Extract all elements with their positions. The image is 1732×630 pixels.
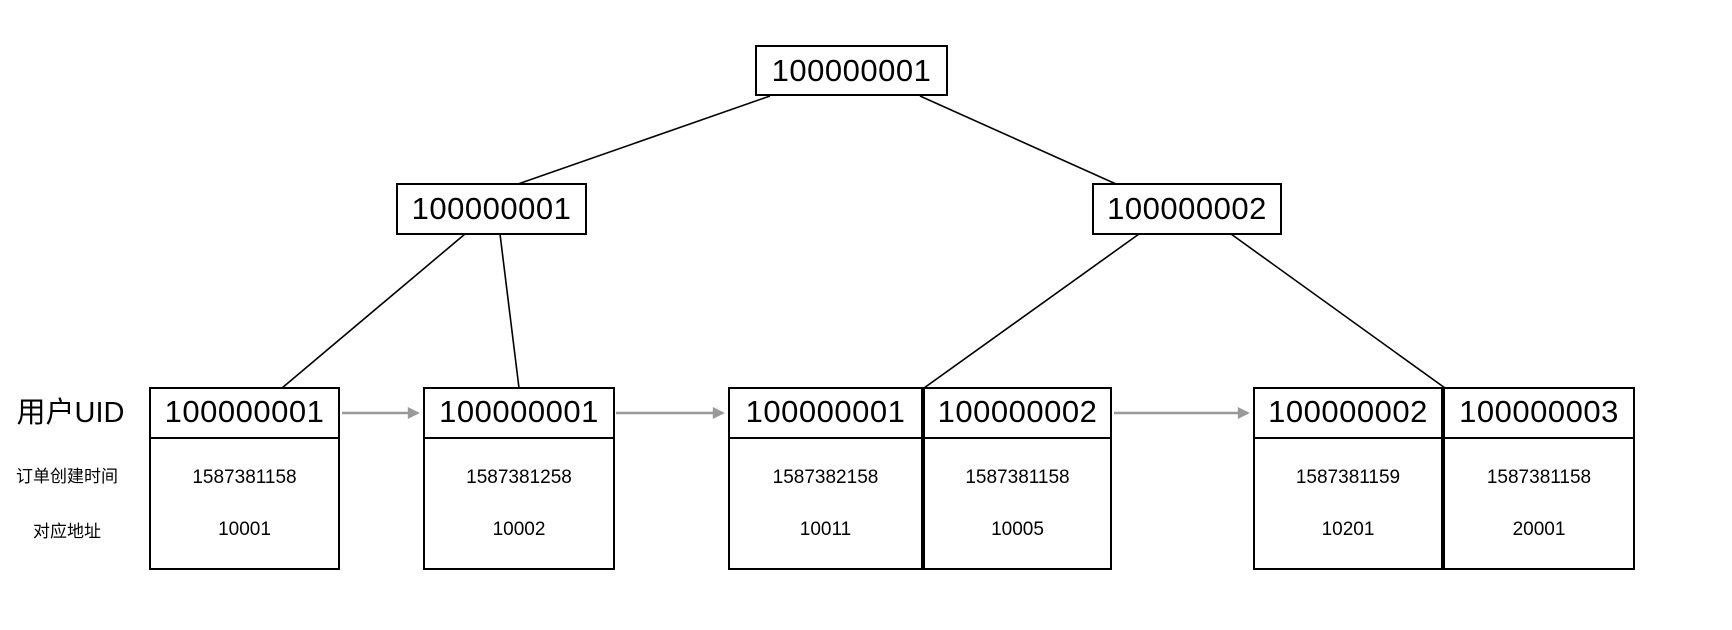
internal-node-left: 100000001: [396, 183, 587, 235]
order-time-value: 1587381158: [1486, 467, 1592, 488]
address-value: 10005: [991, 519, 1044, 540]
leaf-cell: 100000003 1587381158 20001: [1443, 387, 1635, 570]
root-node: 100000001: [755, 45, 948, 96]
uid-cell: 100000002: [925, 389, 1110, 439]
edge-left-internal-to-leaf2: [499, 233, 520, 389]
leaf-cell-body: 1587381158 20001: [1445, 465, 1633, 543]
row-label-address: 对应地址: [33, 522, 101, 541]
leaf-cell-body: 1587381159 10201: [1255, 465, 1441, 543]
edge-right-internal-to-leaf3: [923, 233, 1140, 389]
address-value: 10201: [1321, 519, 1375, 540]
uid-cell: 100000002: [1255, 389, 1441, 439]
leaf-node-2: 100000001 1587381258 10002: [423, 387, 615, 570]
leaf-node-3: 100000001 1587382158 10011 100000002 158…: [728, 387, 1112, 570]
address-value: 20001: [1512, 519, 1566, 540]
uid-cell: 100000001: [425, 389, 613, 439]
leaf-cell: 100000001 1587381258 10002: [423, 387, 615, 570]
order-time-value: 1587381158: [965, 467, 1070, 488]
leaf-cell-body: 1587381258 10002: [425, 465, 613, 543]
order-time-value: 1587382158: [772, 467, 879, 488]
leaf-cell-body: 1587382158 10011: [730, 465, 921, 543]
leaf-node-4: 100000002 1587381159 10201 100000003 158…: [1253, 387, 1635, 570]
uid-cell: 100000001: [730, 389, 921, 439]
internal-node-right: 100000002: [1092, 183, 1282, 235]
internal-node-key: 100000002: [1107, 191, 1267, 226]
edge-root-to-left-internal: [517, 95, 771, 185]
row-label-order-create-time: 订单创建时间: [16, 467, 118, 486]
leaf-cell: 100000002 1587381159 10201: [1253, 387, 1443, 570]
row-label-user-uid: 用户UID: [16, 397, 125, 429]
uid-cell: 100000001: [151, 389, 338, 439]
edge-root-to-right-internal: [919, 95, 1117, 185]
leaf-node-1: 100000001 1587381158 10001: [149, 387, 340, 570]
leaf-cell: 100000002 1587381158 10005: [923, 387, 1112, 570]
edge-right-internal-to-leaf4: [1230, 233, 1446, 389]
leaf-cell-body: 1587381158 10001: [151, 465, 338, 543]
root-node-key: 100000001: [771, 53, 932, 88]
order-time-value: 1587381258: [466, 467, 572, 488]
leaf-cell-body: 1587381158 10005: [925, 465, 1110, 543]
address-value: 10002: [492, 519, 546, 540]
edge-left-internal-to-leaf1: [281, 233, 466, 389]
order-time-value: 1587381158: [192, 467, 297, 488]
uid-cell: 100000003: [1445, 389, 1633, 439]
leaf-cell: 100000001 1587382158 10011: [728, 387, 923, 570]
leaf-cell: 100000001 1587381158 10001: [149, 387, 340, 570]
order-time-value: 1587381159: [1295, 467, 1401, 488]
internal-node-key: 100000001: [411, 191, 572, 226]
address-value: 10001: [218, 519, 271, 540]
address-value: 10011: [799, 519, 852, 540]
